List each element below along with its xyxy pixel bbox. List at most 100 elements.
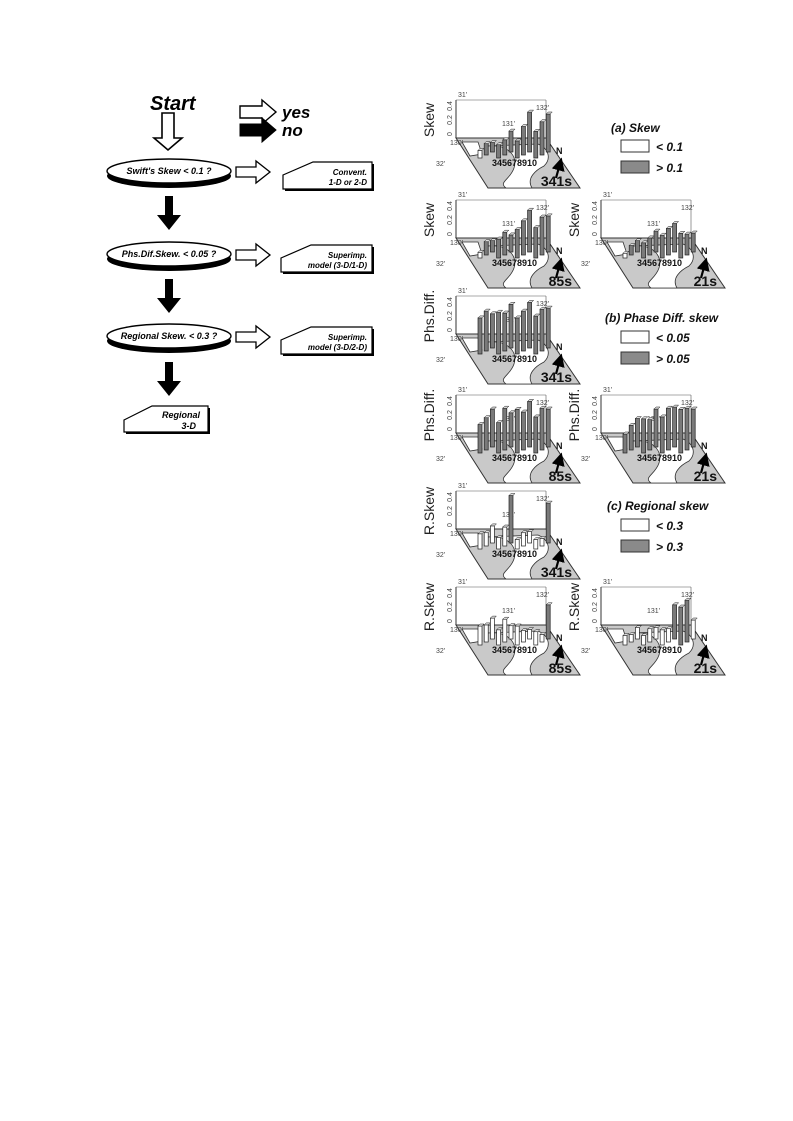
station-bar <box>490 313 495 349</box>
station-bar <box>672 406 677 448</box>
period-label: 85s <box>549 660 573 676</box>
station-bar-top <box>539 405 547 409</box>
north-arrow-icon <box>696 644 710 666</box>
station-bar <box>477 533 483 550</box>
lon-tick: 131' <box>647 221 660 228</box>
station-bar <box>539 538 545 547</box>
station-bar <box>527 401 532 448</box>
land-shape <box>487 339 549 385</box>
station-bar-top <box>508 128 516 132</box>
station-bar-top <box>678 407 686 410</box>
station-bar <box>490 142 495 153</box>
lon-tick: 131' <box>502 416 515 423</box>
station-bar <box>539 121 545 156</box>
z-tick: 0.2 <box>447 215 454 225</box>
z-tick: 0 <box>447 619 454 623</box>
r4-line2: 3-D <box>181 421 196 431</box>
lon-tick: 130' <box>450 140 463 147</box>
station-bar-top <box>520 530 529 533</box>
legend-a-low: < 0.1 <box>656 140 683 154</box>
lon-tick: 132' <box>681 400 694 407</box>
north-arrow-icon <box>696 257 710 279</box>
station-bar-top <box>653 228 661 232</box>
lon-tick: 130' <box>450 336 463 343</box>
station-bar <box>659 416 665 454</box>
station-bar <box>496 537 501 550</box>
station-bar <box>521 630 526 643</box>
station-bar-top <box>502 616 510 620</box>
station-bar <box>483 532 489 547</box>
no-label: no <box>282 121 303 140</box>
station-bar-top <box>520 409 529 413</box>
station-bar-top <box>526 109 535 113</box>
panel-ylabel: Skew <box>421 102 437 137</box>
station-bar-top <box>653 406 661 410</box>
flowchart: Start yes no Swift's Skew < 0.1 ? Phs.Di… <box>106 93 374 434</box>
station-bar-top <box>659 232 667 236</box>
lon-tick: 130' <box>595 627 608 634</box>
z-tick: 0.4 <box>592 396 599 406</box>
station-bar-top <box>502 310 510 314</box>
station-bar <box>659 629 665 646</box>
station-bar <box>527 531 532 544</box>
station-bar-top <box>533 537 541 540</box>
land-shape <box>632 438 694 484</box>
lat-tick: 32' <box>436 261 445 268</box>
legend-b-swatch-high <box>620 351 650 365</box>
yes-label: yes <box>281 103 310 122</box>
station-bar-top <box>545 602 553 606</box>
land-shape <box>487 438 549 484</box>
station-bar <box>641 242 646 259</box>
lon-tick: 132' <box>536 205 549 212</box>
station-bar <box>502 312 508 352</box>
panel-ylabel: Phs.Diff. <box>421 389 437 442</box>
panel-ylabel: Phs.Diff. <box>421 290 437 343</box>
station-bar <box>477 625 483 646</box>
q3-text: Regional Skew. < 0.3 ? <box>121 331 218 341</box>
decision-q3: Regional Skew. < 0.3 ? <box>106 323 232 353</box>
station-bar-top <box>533 129 541 132</box>
station-bar-top <box>508 493 516 496</box>
lat-tick: 31' <box>458 483 467 490</box>
z-tick: 0.4 <box>592 201 599 211</box>
station-bar-top <box>483 239 491 242</box>
north-label: N <box>556 537 563 547</box>
result-2: Superimp. model (3-D/1-D) <box>280 244 374 274</box>
station-bar <box>533 416 539 454</box>
station-bar <box>678 232 684 259</box>
land-shape <box>487 630 549 676</box>
station-bar <box>628 424 634 451</box>
north-label: N <box>556 342 563 352</box>
station-bar <box>521 310 526 352</box>
z-tick: 0.4 <box>447 101 454 111</box>
r3-line2: model (3-D/2-D) <box>308 343 367 352</box>
station-bar <box>521 126 526 156</box>
lon-tick: 131' <box>502 121 515 128</box>
z-tick: 0 <box>447 328 454 332</box>
decision-q1: Swift's Skew < 0.1 ? <box>106 158 232 188</box>
lat-tick: 31' <box>458 288 467 295</box>
station-bar <box>521 220 526 256</box>
period-label: 85s <box>549 468 573 484</box>
no-arrow-3 <box>157 362 181 396</box>
station-bar-top <box>545 305 553 309</box>
station-bar <box>490 408 495 448</box>
station-bar <box>666 228 671 256</box>
station-bar <box>521 411 526 451</box>
station-bar <box>653 627 659 640</box>
station-bar <box>545 408 551 448</box>
north-label: N <box>701 633 708 643</box>
station-bar-top <box>545 406 553 410</box>
station-bar <box>539 216 545 256</box>
lon-tick: 130' <box>450 627 463 634</box>
station-bar <box>647 628 653 643</box>
station-bar <box>477 317 483 355</box>
station-bar-top <box>495 309 504 313</box>
lon-tick: 130' <box>450 531 463 538</box>
legend-a-title: (a) Skew <box>611 121 660 135</box>
lat-tick: 32' <box>436 161 445 168</box>
z-tick: 0 <box>447 132 454 136</box>
legend-a-swatch-low <box>620 139 650 153</box>
station-bar-top <box>671 602 680 606</box>
